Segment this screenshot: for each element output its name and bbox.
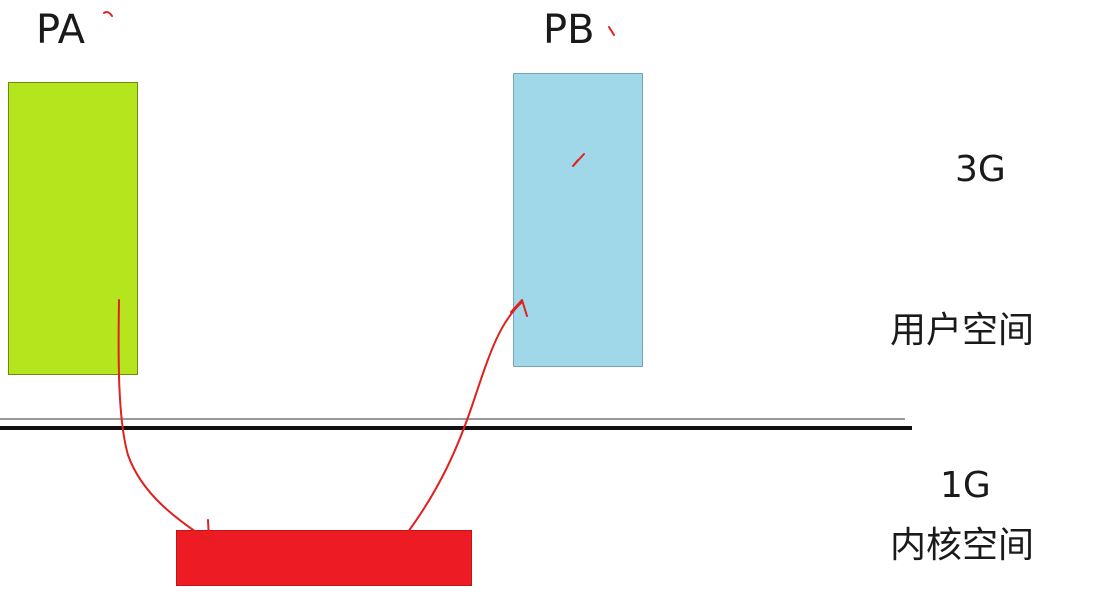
user-space-label: 用户空间 <box>890 310 1035 351</box>
process-a-box <box>8 82 138 375</box>
pen-mark-pa <box>103 11 113 17</box>
kernel-space-size-label: 1G <box>940 465 991 506</box>
user-space-size-label: 3G <box>955 149 1006 190</box>
process-b-label: PB <box>543 7 595 53</box>
space-divider-thick <box>0 426 912 430</box>
kernel-buffer-box <box>176 530 472 586</box>
pen-mark-pb <box>608 26 615 36</box>
copy-from-kernel-arrow <box>407 301 523 533</box>
kernel-space-label: 内核空间 <box>890 525 1035 566</box>
process-a-label: PA <box>36 7 85 53</box>
process-b-box <box>513 73 643 367</box>
space-divider-thin <box>0 418 905 420</box>
